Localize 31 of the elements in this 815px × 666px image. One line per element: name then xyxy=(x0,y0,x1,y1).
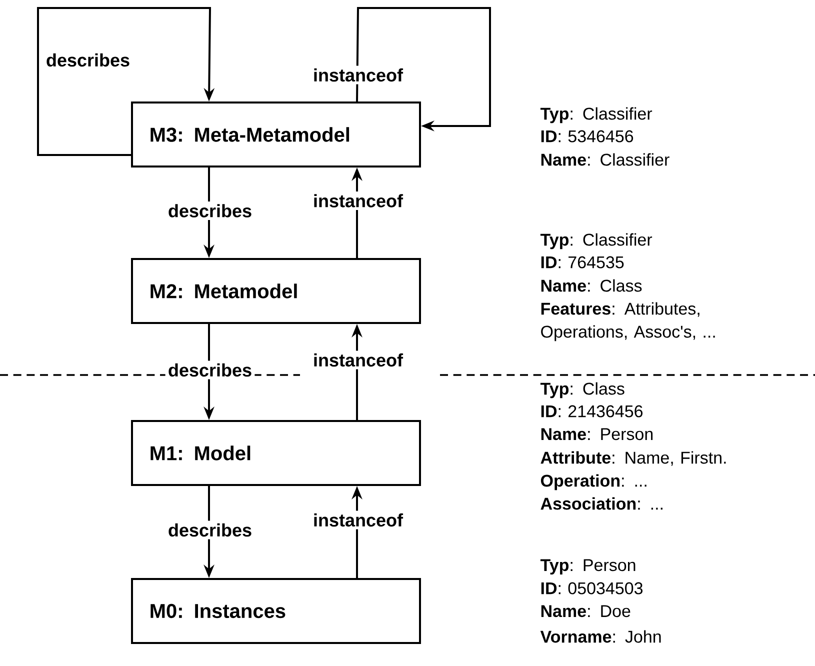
property-text: Association: ... xyxy=(540,497,662,510)
property-text: Operation: ... xyxy=(540,474,646,490)
edge-label: instanceof xyxy=(310,350,406,370)
property-text: Name: Person xyxy=(541,428,653,440)
property-text: Features: Attributes, Operations, Assoc's, ... xyxy=(541,302,715,342)
property-text: ID: 5346456 xyxy=(541,130,634,142)
property-text: ID: 05034503 xyxy=(541,582,643,594)
property-text: Name: Class xyxy=(541,279,642,292)
property-text: Typ: Classifier xyxy=(540,107,652,124)
property-text: Typ: Class xyxy=(540,382,624,398)
edge-label: describes xyxy=(165,520,255,540)
edge-label: describes xyxy=(165,360,255,380)
property-text: Name: Classifier xyxy=(541,153,670,166)
property-text: ID: 21436456 xyxy=(541,405,643,418)
arrow xyxy=(356,7,491,132)
property-text: Typ: Classifier xyxy=(540,233,652,250)
edge-label: instanceof xyxy=(310,191,406,210)
level-box: M3: Meta-Metamodel xyxy=(131,102,421,168)
property-text: ID: 764535 xyxy=(541,256,624,268)
level-box: M1: Model xyxy=(131,420,421,486)
property-text: Attribute: Name, Firstn. xyxy=(540,451,726,466)
level-box: M0: Instances xyxy=(131,578,421,644)
edge-label: describes xyxy=(43,50,133,70)
level-box: M2: Metamodel xyxy=(131,258,421,324)
property-text: Name: Doe xyxy=(541,605,630,618)
edge-label: instanceof xyxy=(310,66,406,84)
property-text: Typ: Person xyxy=(540,559,636,574)
property-text: Vorname: John xyxy=(540,630,661,643)
edge-label: describes xyxy=(165,201,255,220)
edge-label: instanceof xyxy=(310,510,406,530)
arrow xyxy=(37,7,215,156)
